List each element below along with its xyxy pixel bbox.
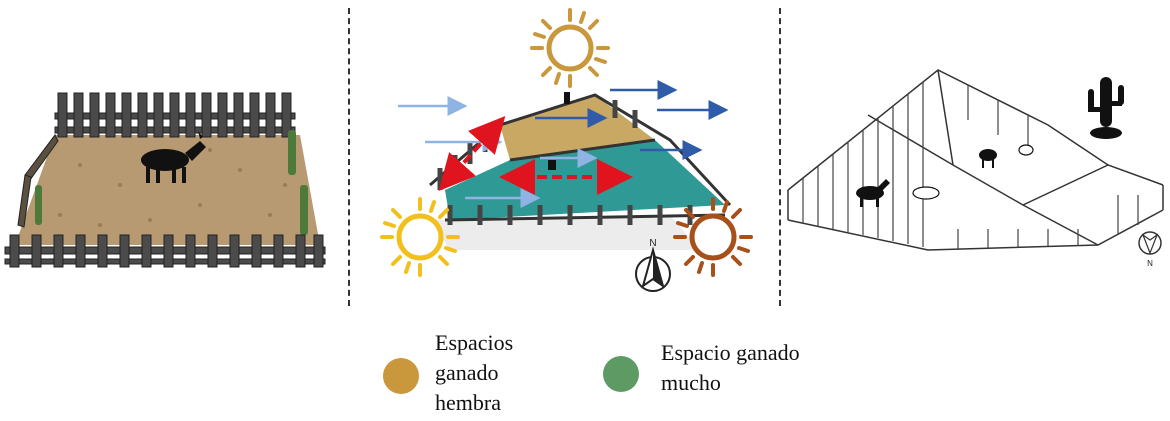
compass-north-label: N — [649, 238, 656, 249]
legend-label-male: Espacio ganado mucho — [661, 338, 861, 398]
cactus-icon — [1088, 77, 1124, 139]
cactus-icon — [35, 130, 308, 235]
legend-label-female: Espacios ganado hembra — [435, 328, 545, 418]
goat-outline-icon — [912, 144, 1034, 200]
back-fence — [54, 92, 296, 138]
compass-icon: N — [1138, 231, 1162, 268]
compass-north-label: N — [1147, 259, 1153, 268]
goat-pen-illustration — [4, 92, 326, 268]
front-fence — [4, 234, 326, 268]
pen-line-drawing: N — [778, 45, 1170, 280]
legend-line: hembra — [435, 390, 501, 415]
goat-icon — [548, 92, 570, 170]
side-fence-left — [17, 134, 59, 228]
wind-arrow-dark — [535, 80, 729, 160]
cross-ventilation-arrows — [438, 116, 633, 195]
sun-icon — [673, 197, 753, 277]
legend-swatch-female — [383, 358, 419, 394]
pen-line-drawing-svg: N — [787, 69, 1164, 268]
sun-icon — [380, 197, 460, 277]
legend-line: Espacio ganado — [661, 340, 800, 365]
legend-item-male: Espacio ganado mucho — [603, 338, 861, 398]
legend-item-female: Espacios ganado hembra — [383, 328, 545, 418]
orientation-diagram-svg: N — [380, 8, 753, 292]
pen-floor — [15, 135, 320, 245]
legend-swatch-male — [603, 356, 639, 392]
compass-icon: N — [635, 238, 671, 292]
legend-line: mucho — [661, 370, 721, 395]
sun-icon — [530, 8, 610, 88]
legend-line: Espacios — [435, 330, 514, 355]
panel-divider-right — [779, 8, 781, 306]
goat-pen-render — [0, 75, 330, 270]
legend-line: ganado — [435, 360, 499, 385]
goat-icon — [141, 131, 206, 183]
fence-pickets — [802, 82, 1139, 250]
goat-icon — [856, 149, 997, 207]
panel-divider-left — [348, 8, 350, 306]
orientation-diagram: N — [370, 0, 770, 305]
fence-icon — [787, 69, 1164, 251]
